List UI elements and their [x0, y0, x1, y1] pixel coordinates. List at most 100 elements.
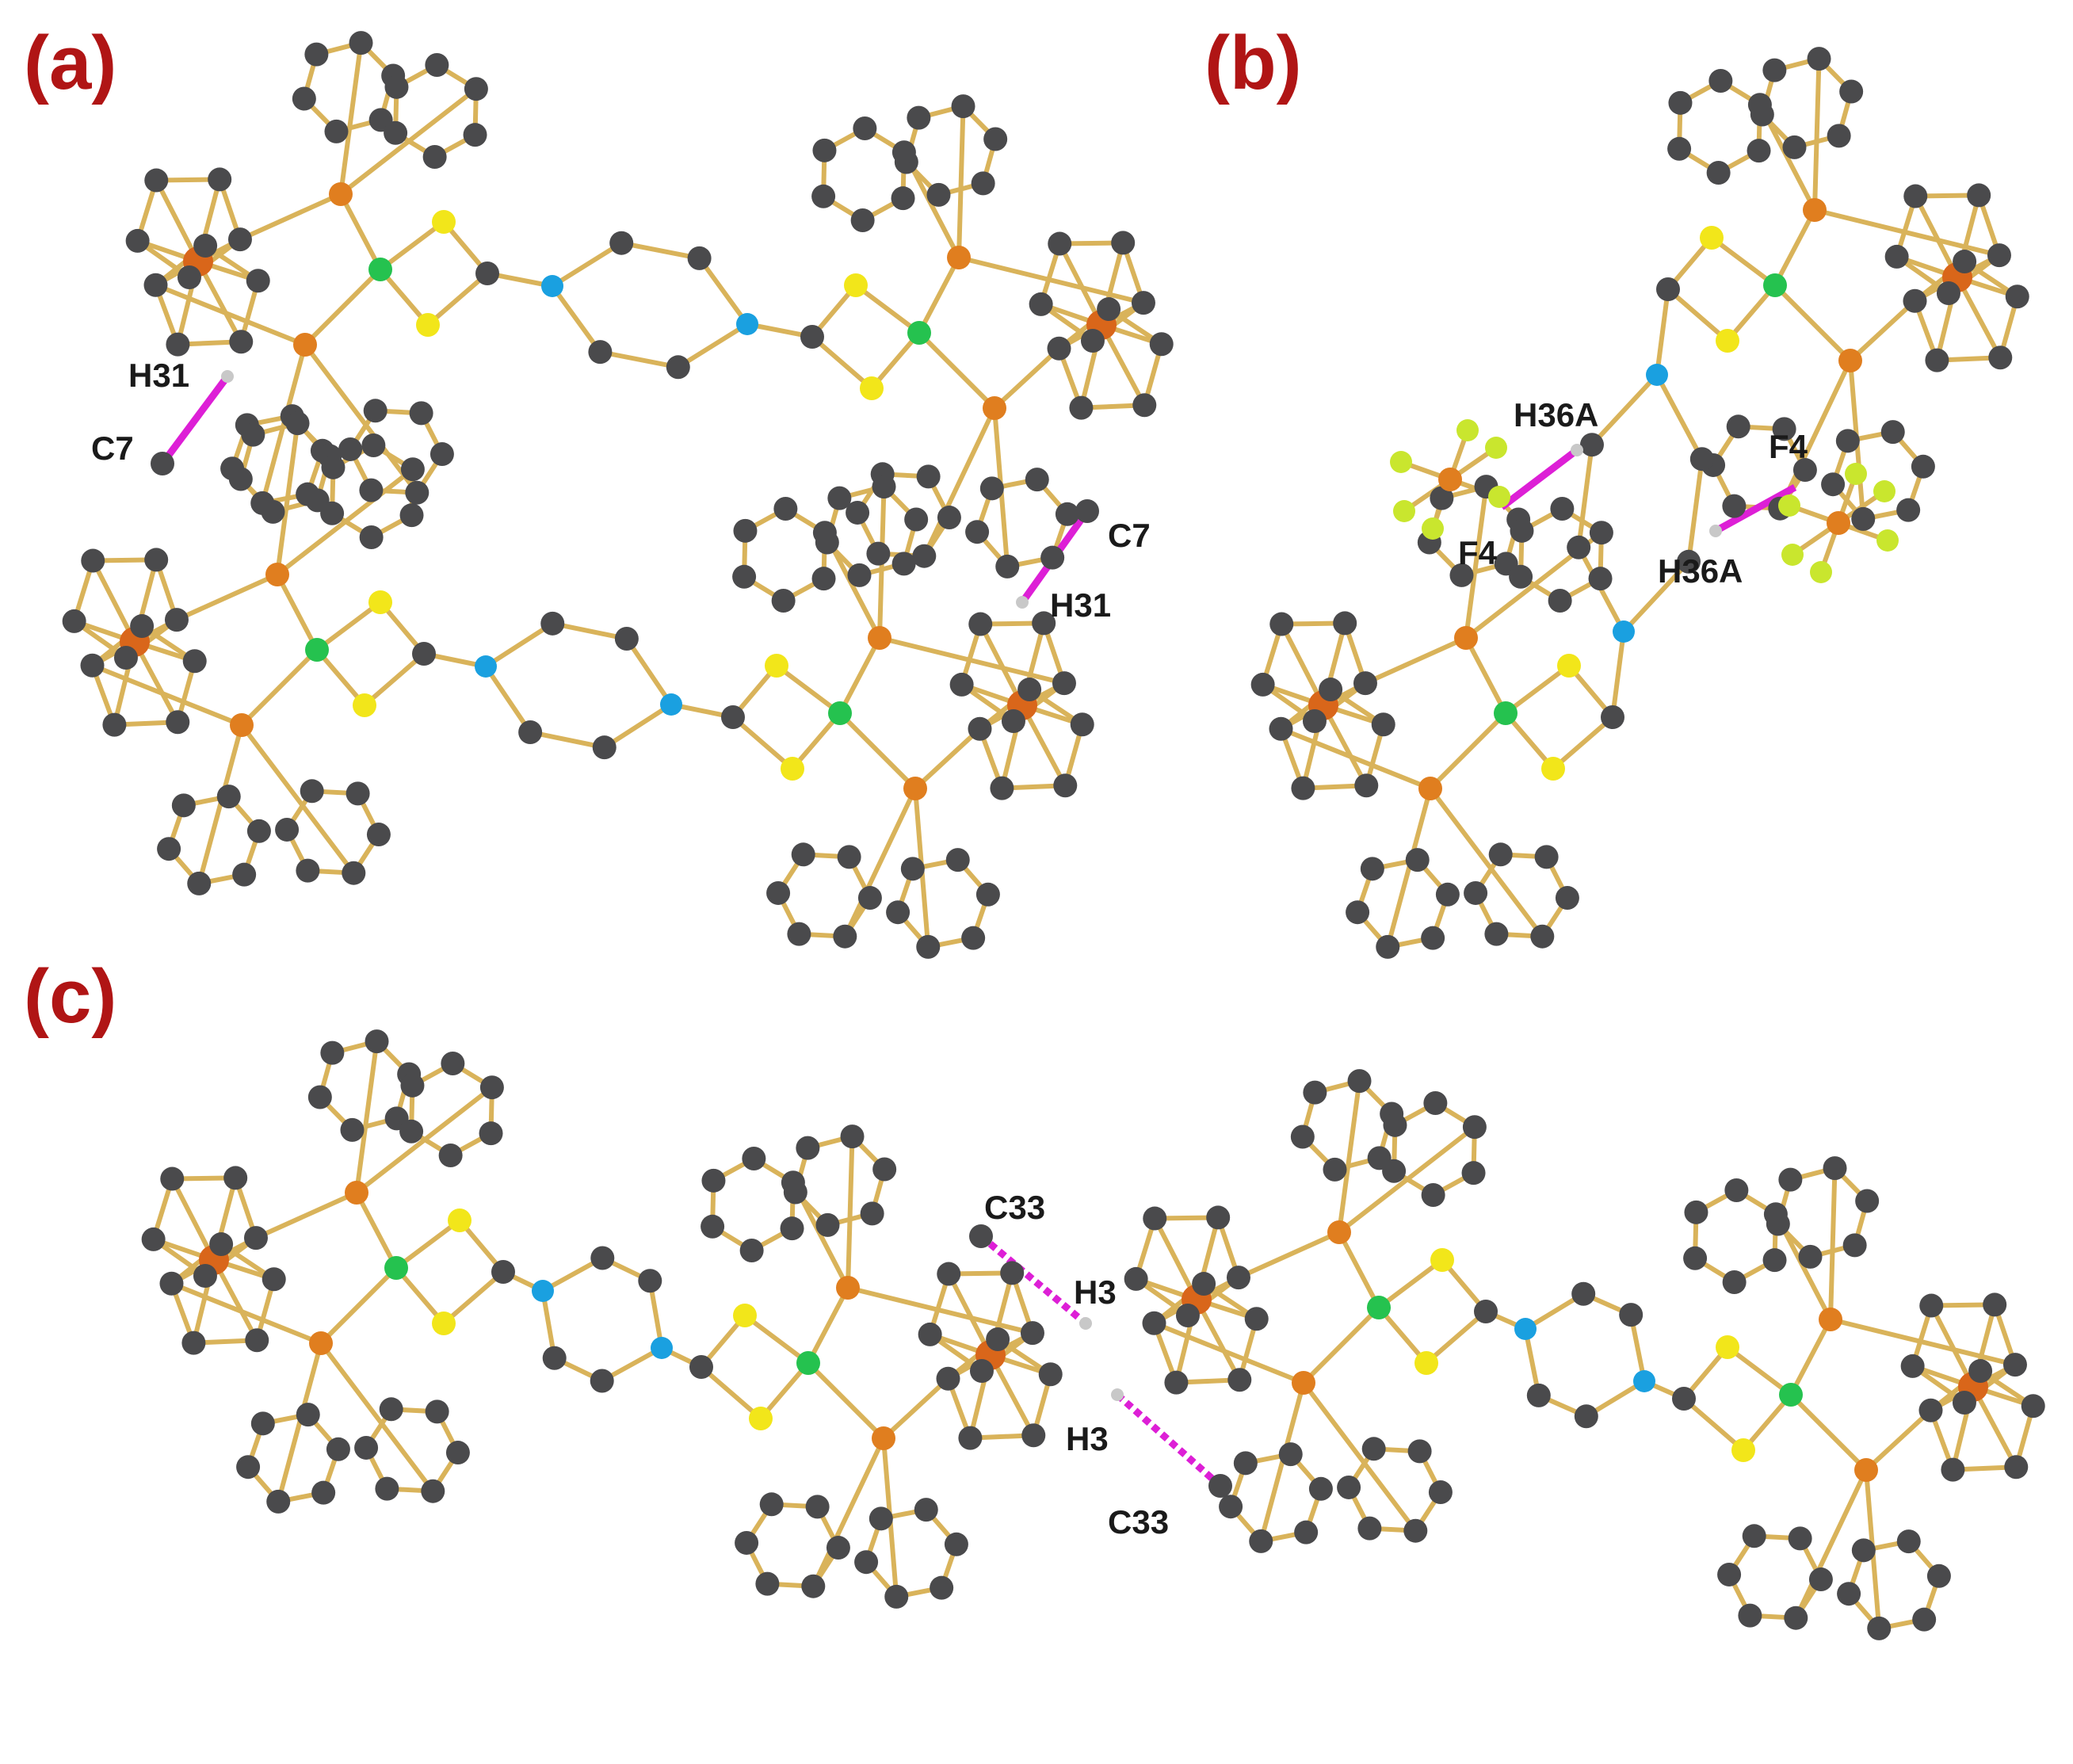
bond [1376, 1305, 1429, 1365]
atom [1782, 135, 1807, 159]
atom [1075, 499, 1099, 523]
bond [624, 636, 674, 707]
atom [1347, 1069, 1372, 1094]
atom [1430, 1248, 1454, 1272]
atom [349, 31, 373, 55]
atom [983, 127, 1008, 151]
atom [1798, 1244, 1823, 1269]
atom [266, 1489, 291, 1514]
atom [614, 627, 639, 651]
atom [1731, 1438, 1755, 1462]
atom [1742, 1524, 1766, 1548]
bond [1725, 1345, 1793, 1397]
bond [378, 220, 446, 272]
bond [1725, 283, 1777, 343]
atom [159, 1271, 184, 1296]
bond [1235, 1230, 1342, 1281]
atom [868, 626, 891, 650]
atom [1055, 502, 1079, 526]
atom [80, 653, 105, 678]
atom [1474, 1300, 1498, 1323]
atom [787, 922, 811, 946]
bond [1337, 1079, 1362, 1235]
atom [1124, 1266, 1148, 1291]
atom [1269, 716, 1293, 741]
atom [1038, 1362, 1063, 1387]
atom [193, 234, 218, 258]
atom [1132, 393, 1157, 418]
bond [697, 255, 750, 326]
atom [1017, 678, 1042, 702]
atom [342, 861, 366, 885]
atom [1032, 611, 1056, 636]
atom [872, 1426, 895, 1450]
atom [166, 710, 190, 735]
atom [429, 442, 454, 467]
atom [400, 457, 425, 482]
atom [166, 332, 190, 357]
atom [1738, 1603, 1762, 1628]
bond [1301, 1305, 1381, 1385]
atom [853, 116, 877, 141]
atom [1747, 139, 1771, 163]
atom [250, 1411, 275, 1436]
bond [1741, 1392, 1793, 1453]
atom [1808, 1567, 1833, 1592]
atom [1244, 1307, 1269, 1331]
bond [790, 711, 842, 771]
bond [853, 283, 922, 335]
bond [1428, 711, 1508, 791]
atom [241, 422, 265, 447]
atom [1803, 198, 1827, 222]
atom [951, 94, 975, 119]
atom [1052, 671, 1076, 696]
atom [590, 1369, 614, 1393]
bond [441, 1270, 506, 1326]
atom [1837, 1582, 1861, 1606]
bond [1464, 484, 1489, 640]
bond [743, 1313, 811, 1365]
atom [363, 399, 387, 423]
atom [275, 817, 300, 842]
bond [1955, 275, 2003, 361]
atom [840, 1124, 865, 1149]
atom [1357, 1516, 1382, 1541]
atom [937, 506, 961, 530]
atom [735, 1530, 759, 1555]
atom [405, 480, 429, 505]
bond [992, 346, 1062, 410]
atom [791, 842, 815, 867]
atom [638, 1269, 662, 1293]
atom [1219, 1495, 1243, 1519]
atom [1926, 1564, 1951, 1588]
bond [153, 282, 307, 347]
atom [749, 1407, 773, 1430]
atom [1567, 535, 1591, 559]
panel-a-label: (a) [24, 21, 116, 105]
atom [1700, 226, 1724, 250]
atom [1873, 480, 1895, 502]
bond [1424, 1309, 1488, 1365]
atom [1810, 561, 1832, 583]
bond [483, 664, 533, 735]
atom [1819, 1308, 1842, 1331]
bond [1848, 298, 1918, 363]
atom [1206, 1205, 1231, 1230]
atom [400, 1073, 425, 1098]
atom [1842, 1233, 1867, 1258]
atom [755, 1571, 780, 1596]
atom [857, 886, 882, 911]
atom [721, 705, 745, 729]
atom [1677, 549, 1701, 574]
atom [1069, 395, 1094, 420]
atom [1807, 47, 1831, 71]
atom [1588, 567, 1613, 591]
atom [1227, 1368, 1252, 1392]
atom [1422, 517, 1444, 540]
atom [1454, 626, 1478, 650]
bond [1020, 703, 1068, 788]
bond [315, 600, 383, 652]
atom [1421, 926, 1445, 950]
atom [208, 167, 232, 192]
